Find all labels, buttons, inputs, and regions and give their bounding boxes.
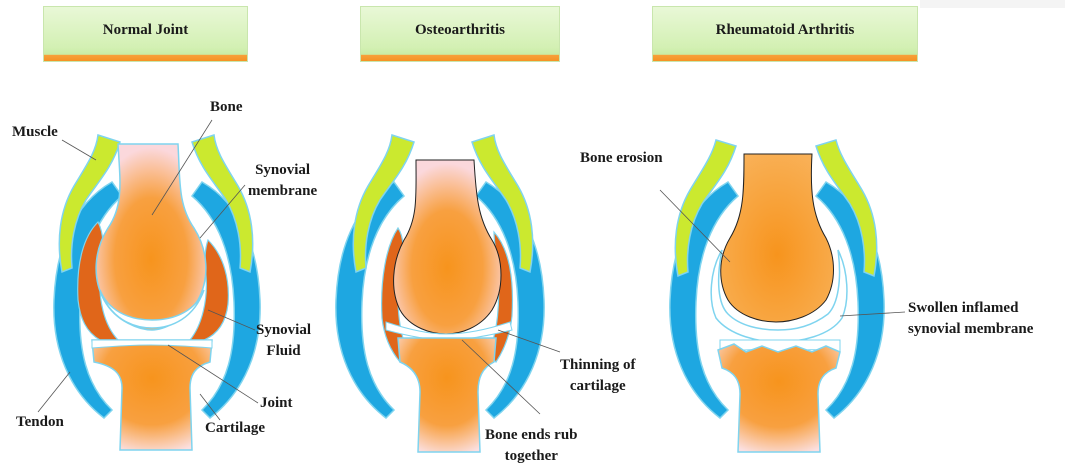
- oa-lower-bone: [398, 338, 496, 452]
- rheumatoid-joint: [660, 140, 905, 452]
- label-cartilage: Cartilage: [205, 418, 265, 439]
- osteoarthritis-joint: [336, 135, 560, 452]
- ra-upper-bone: [721, 154, 834, 322]
- upper-bone: [96, 144, 206, 330]
- normal-joint: [38, 120, 260, 450]
- label-joint: Joint: [260, 393, 293, 414]
- label-bone-erosion: Bone erosion: [580, 148, 663, 169]
- lower-bone: [92, 340, 212, 450]
- label-bone: Bone: [210, 97, 243, 118]
- label-muscle: Muscle: [12, 122, 58, 143]
- ra-lower-bone: [718, 344, 840, 452]
- label-tendon: Tendon: [16, 412, 64, 433]
